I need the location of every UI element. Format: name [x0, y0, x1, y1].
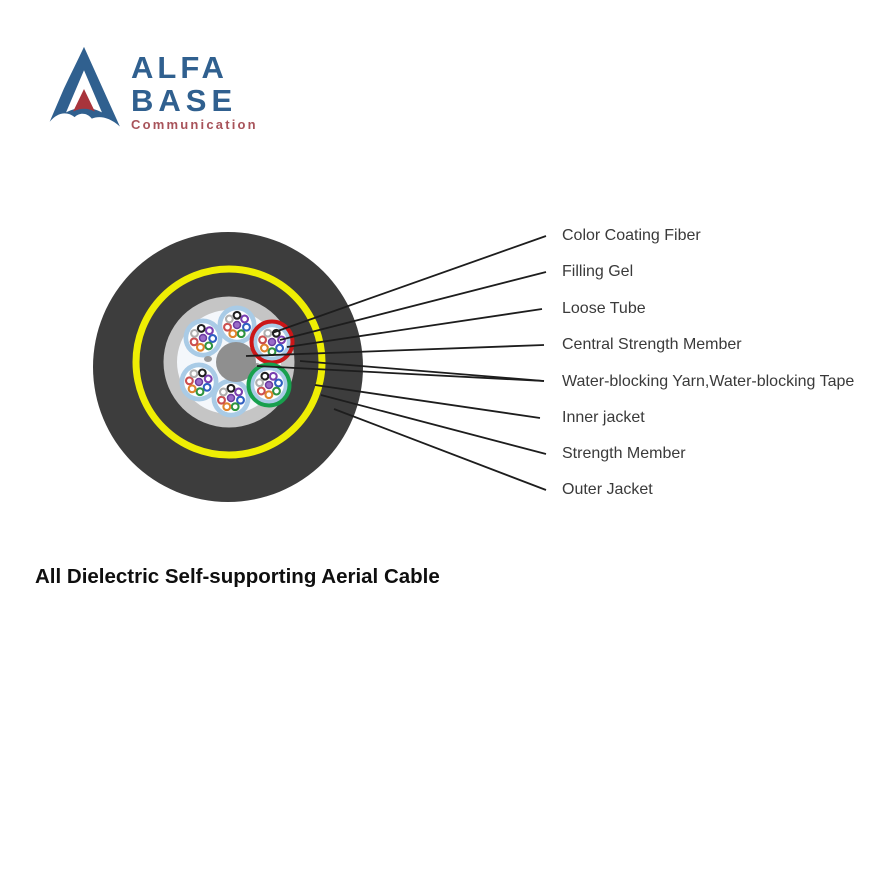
loose-tube [183, 318, 223, 358]
optical-fiber [259, 343, 269, 353]
label-strength-member: Strength Member [562, 445, 686, 462]
optical-fiber [184, 376, 194, 386]
optical-fiber [190, 328, 199, 338]
optical-fiber [268, 371, 278, 381]
loose-tube [211, 378, 251, 418]
leader-line-water-blocking-yarn [256, 365, 545, 382]
logo-line2: BASE [131, 83, 238, 118]
label-loose-tube: Loose Tube [562, 300, 646, 317]
optical-fiber [255, 378, 265, 388]
highlight-ring-green [246, 362, 292, 408]
highlight-ring-red [249, 319, 295, 365]
optical-fiber [217, 395, 226, 405]
optical-fiber [189, 369, 199, 379]
optical-fiber [218, 387, 228, 397]
label-filling-gel: Filling Gel [562, 263, 634, 280]
optical-fiber [232, 320, 242, 330]
optical-fiber [260, 371, 270, 381]
central-strength-member-circle [216, 342, 256, 382]
logo-text: ALFA BASE Communication [131, 51, 258, 132]
leader-lines-layer [245, 235, 547, 491]
optical-fiber [258, 335, 268, 345]
leader-line-color-coating-fiber [271, 235, 547, 334]
leader-line-loose-tube [286, 308, 543, 348]
optical-fiber [228, 329, 238, 339]
optical-fiber [230, 402, 240, 412]
optical-fiber [202, 382, 212, 392]
logo-line1: ALFA [131, 50, 228, 85]
water-blocking-yarn-dot [204, 356, 212, 362]
leader-line-outer-jacket [333, 408, 547, 491]
optical-fiber [187, 384, 197, 394]
loose-tube [252, 322, 292, 362]
loose-tube [179, 362, 219, 402]
optical-fiber [272, 386, 281, 396]
optical-fiber [236, 329, 246, 339]
optical-fiber [274, 378, 283, 388]
label-central-strength-member: Central Strength Member [562, 336, 742, 353]
optical-fiber [224, 314, 234, 324]
optical-fiber [275, 343, 285, 353]
optical-fiber [226, 393, 236, 403]
label-color-coating-fiber: Color Coating Fiber [562, 227, 701, 244]
company-logo: ALFA BASE Communication [45, 45, 258, 133]
leader-line-water-blocking-tape [299, 360, 545, 382]
optical-fiber [267, 337, 277, 347]
optical-fiber [223, 322, 232, 332]
leader-line-central-strength-member [245, 344, 545, 357]
leader-line-strength-member [320, 394, 547, 455]
optical-fiber [204, 341, 214, 351]
optical-fiber [264, 390, 274, 400]
optical-fiber [195, 342, 205, 352]
optical-fiber [196, 323, 206, 333]
optical-fiber [189, 337, 199, 347]
alfabase-logo-icon [49, 46, 120, 127]
optical-fiber [240, 314, 250, 324]
label-inner-jacket: Inner jacket [562, 409, 645, 426]
optical-fiber [263, 328, 273, 338]
loose-tubes-layer [179, 305, 292, 418]
optical-fiber [226, 383, 236, 393]
optical-fiber [197, 368, 207, 378]
optical-fiber [264, 380, 274, 390]
label-water-blocking: Water-blocking Yarn,Water-blocking Tape [562, 373, 855, 390]
optical-fiber [232, 310, 242, 320]
loose-tube [249, 365, 289, 405]
optical-fiber [204, 326, 214, 336]
optical-fiber [234, 387, 244, 397]
logo-tagline: Communication [131, 117, 258, 132]
loose-tube [217, 305, 257, 345]
optical-fiber [194, 377, 204, 387]
optical-fiber [236, 395, 245, 405]
optical-fiber [203, 374, 213, 384]
optical-fiber [222, 402, 232, 412]
optical-fiber [198, 333, 208, 343]
optical-fiber [208, 334, 218, 343]
label-outer-jacket: Outer Jacket [562, 481, 653, 498]
optical-fiber [256, 386, 266, 396]
leader-line-inner-jacket [314, 384, 541, 419]
leader-line-filling-gel [279, 271, 547, 341]
page-title: All Dielectric Self-supporting Aerial Ca… [35, 565, 440, 588]
optical-fiber [195, 387, 205, 397]
optical-fiber [242, 322, 251, 332]
